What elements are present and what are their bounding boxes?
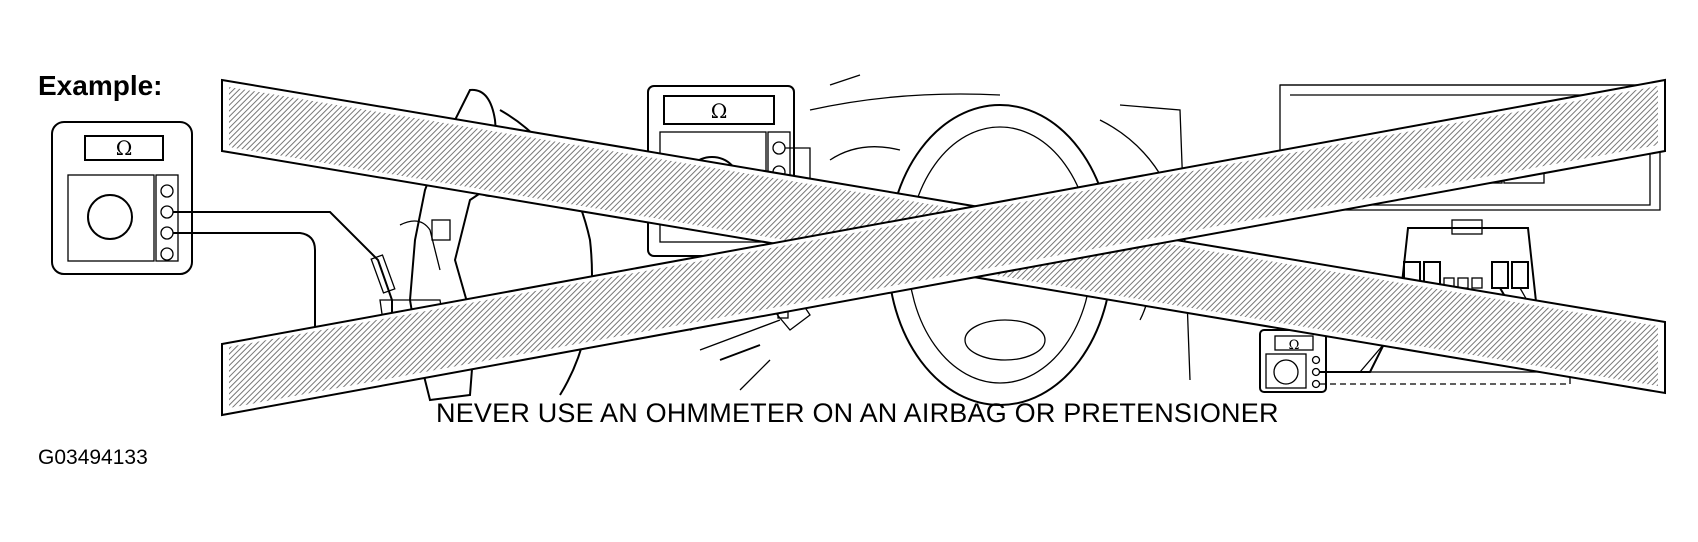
ohm-symbol-icon: Ω [1289, 338, 1300, 353]
example-meter-leads [173, 211, 396, 380]
ohm-symbol-icon: Ω [711, 99, 728, 123]
figure-code: G03494133 [38, 446, 148, 469]
example-label: Example: [38, 70, 163, 101]
x-cross-icon [221, 78, 1666, 417]
ohm-symbol-icon: Ω [116, 136, 133, 160]
example-ohmmeter-icon: Ω [51, 121, 193, 275]
warning-text: NEVER USE AN OHMMETER ON AN AIRBAG OR PR… [436, 398, 1279, 428]
